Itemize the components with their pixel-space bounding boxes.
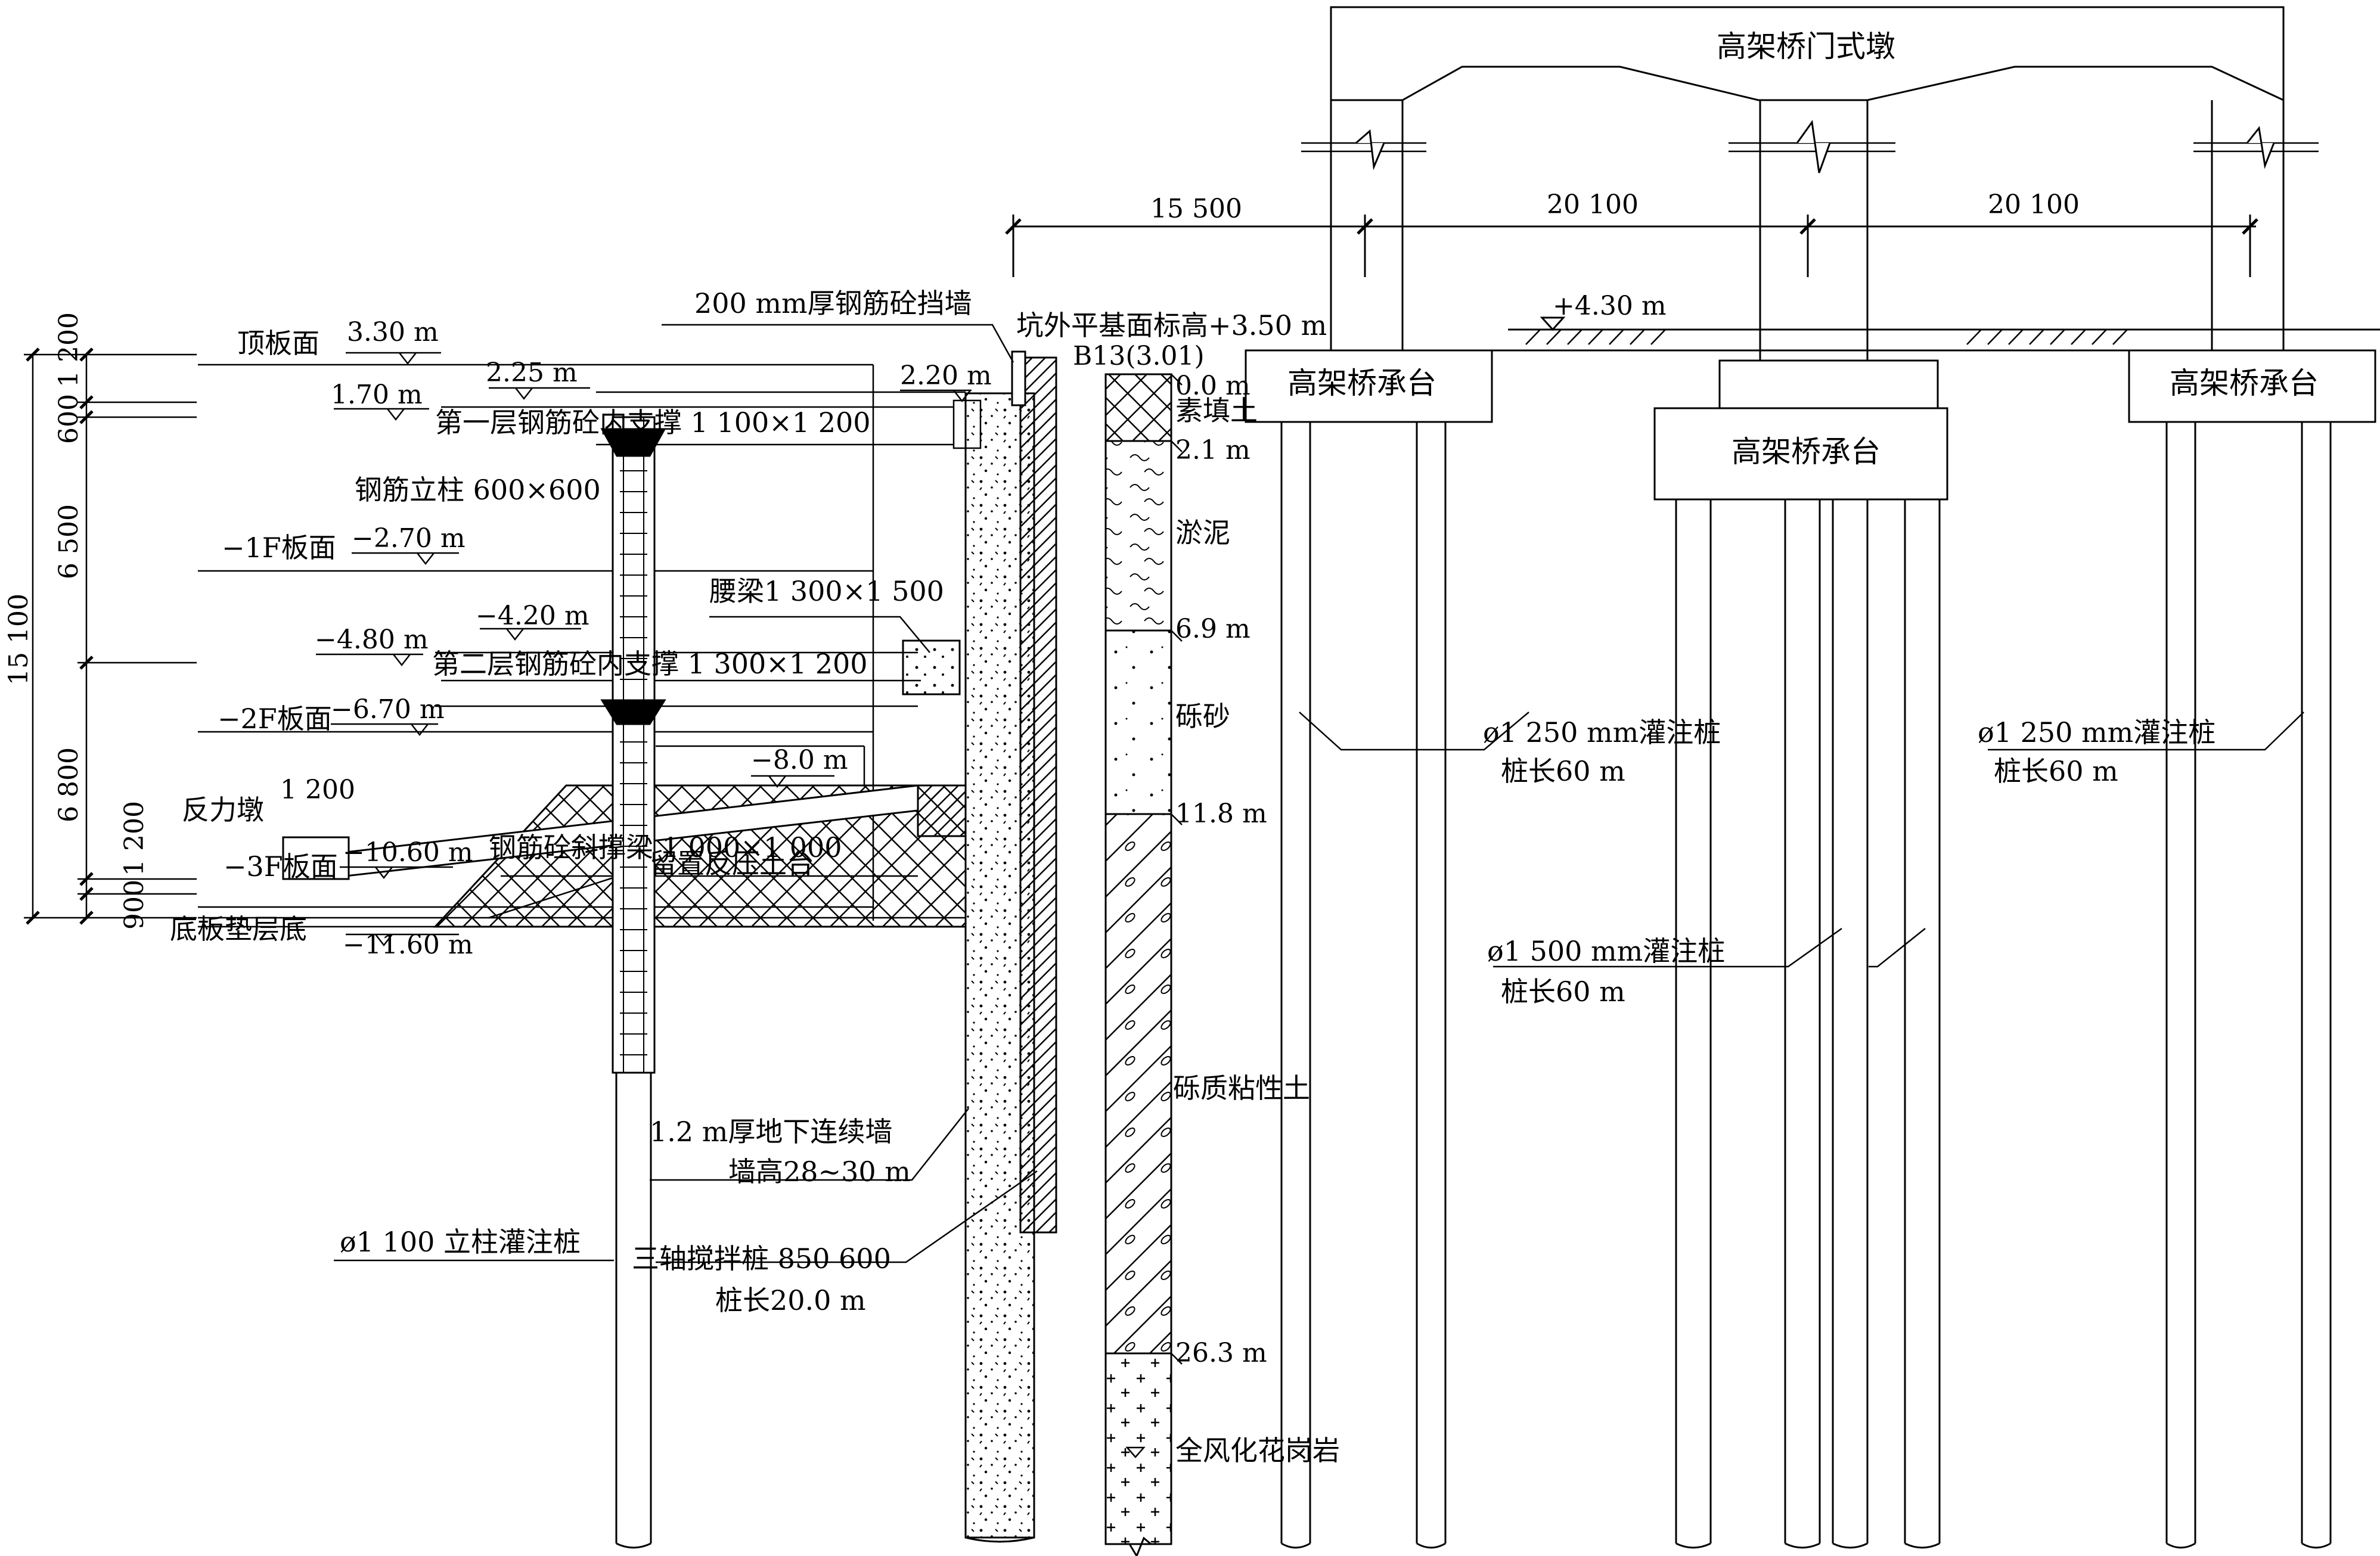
pier-width-dim: 1 200 [280,775,355,805]
base-cushion-label: 底板垫层底 [170,913,307,945]
level-2-20: 2.20 m [900,361,992,391]
berm-label: 留置反压土台 [650,847,814,880]
dim-600: 600 [54,394,84,444]
depth-6-9: 6.9 m [1175,614,1250,644]
reaction-pier-label: 反力墩 [182,794,264,826]
pit-leaders [334,324,1038,1263]
smw-pile-length: 桩长20.0 m [715,1284,866,1316]
depth-2-1: 2.1 m [1175,435,1250,465]
stratum-gravelly-clay: 砾质粘性土 [1173,1072,1310,1104]
level-4-20: −4.20 m [476,601,589,631]
span-right-dim: 20 100 [1988,190,2080,220]
b1-level: −2.70 m [352,523,466,554]
column-label: 钢筋立柱 600×600 [355,474,601,506]
b1-slab-label: −1F板面 [222,532,336,564]
span-mid-dim: 20 100 [1547,190,1639,220]
pile-a-spec: ø1 250 mm灌注桩 [1483,716,1721,749]
stratum-fill: 素填土 [1175,395,1258,427]
dwall-height: 墙高28~30 m [728,1156,911,1188]
smw-pile-label: 三轴搅拌桩 850 600 [632,1243,891,1275]
smw-pile [1019,356,1057,1234]
stratum-granite: 全风化花岗岩 [1175,1434,1340,1467]
level-markers [316,352,972,947]
top-slab-label: 顶板面 [237,327,319,359]
dim-900: 900 [119,880,150,930]
pile-c-length: 桩长60 m [1994,755,2118,787]
dim-1200-top: 1 200 [54,312,84,387]
b3-slab-label: −3F板面 [224,850,338,883]
level-4-80: −4.80 m [315,625,429,655]
column-pile-label: ø1 100 立柱灌注桩 [340,1226,581,1258]
inclined-strut-label: 钢筋砼斜撑梁 1 000×1 000 [489,831,842,864]
vertical-dimensions [24,347,197,925]
span-dimension [1005,215,2258,277]
level-2-25: 2.25 m [486,358,578,388]
base-level: −11.60 m [343,930,473,960]
pile-cap-mid [1653,407,1948,501]
steel-column [600,416,666,1074]
cap-mid-label: 高架桥承台 [1732,434,1881,469]
level-8-0: −8.0 m [751,745,848,775]
cap-left-label: 高架桥承台 [1287,366,1436,400]
dim-6500: 6 500 [54,504,84,579]
stratum-silt: 淤泥 [1175,517,1230,549]
pile-b-length: 桩长60 m [1501,976,1625,1008]
dim-1200-bottom: 1 200 [119,801,150,876]
dim-total: 15 100 [4,594,34,685]
dim-6800: 6 800 [54,747,84,822]
retaining-wall-label: 200 mm厚钢筋砼挡墙 [694,287,972,319]
depth-11-8: 11.8 m [1175,799,1267,829]
inclined-strut-anchor [917,784,967,837]
waler-label: 腰梁1 300×1 500 [709,575,944,607]
pile-cap-right [2128,349,2376,423]
level-1-70: 1.70 m [331,380,423,410]
pile-cap-left [1245,349,1493,423]
floor-lines [198,364,966,928]
pile-leaders [1299,712,2304,968]
retaining-wall [1011,350,1026,406]
b2-slab-label: −2F板面 [218,703,332,735]
pile-b-spec: ø1 500 mm灌注桩 [1487,935,1725,967]
pile-a-length: 桩长60 m [1501,755,1625,787]
b3-level: −10.60 m [343,837,473,868]
waler [902,639,961,695]
reaction-pier [282,836,350,880]
borehole-log [1104,373,1183,1556]
stratum-gravel-sand: 砾砂 [1175,700,1230,732]
outside-level-label: 坑外平基面标高+3.50 m [1016,309,1327,341]
portal-pier [1301,6,2319,361]
ground-line [1508,316,2380,345]
depth-26-3: 26.3 m [1175,1338,1267,1368]
span-left-dim: 15 500 [1150,194,1242,224]
dwall-label: 1.2 m厚地下连续墙 [650,1116,892,1148]
pile-cap-mid-step [1718,359,1939,409]
pile-c-spec: ø1 250 mm灌注桩 [1978,716,2215,749]
b2-level: −6.70 m [331,694,445,725]
ground-level: +4.30 m [1553,291,1667,321]
borehole-label: B13(3.01) [1073,341,1205,371]
cap-right-label: 高架桥承台 [2170,366,2319,400]
depth-0: 0.0 m [1175,371,1250,401]
strut-2-label: 第二层钢筋砼内支撑 1 300×1 200 [432,648,868,680]
column-pile [615,1073,652,1549]
bridge-title: 高架桥门式墩 [1717,29,1895,64]
strut-1-label: 第一层钢筋砼内支撑 1 100×1 200 [435,406,871,439]
top-slab-level: 3.30 m [347,317,439,347]
bridge-piles [1280,422,2332,1549]
